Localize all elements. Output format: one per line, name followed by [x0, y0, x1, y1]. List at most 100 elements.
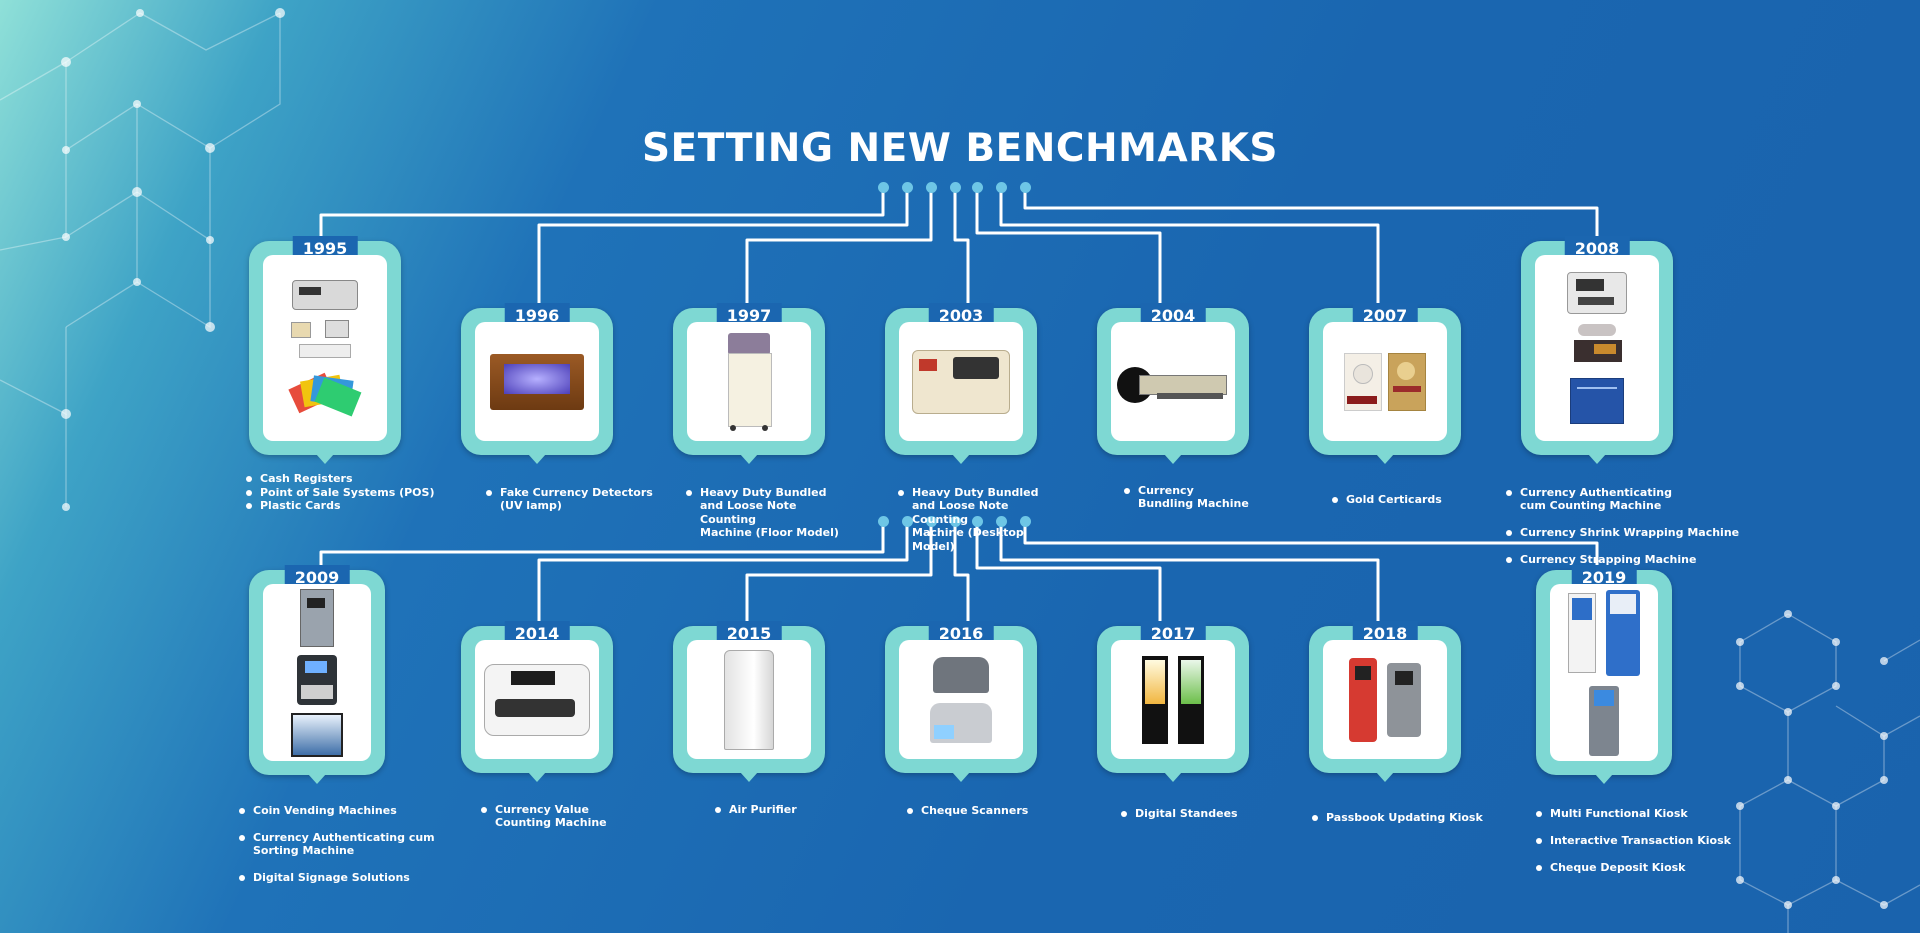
node-dot [877, 515, 889, 527]
milestone-items-2007: Gold Certicards [1331, 479, 1461, 520]
node-dot [901, 515, 913, 527]
digital-signage-icon [291, 712, 343, 757]
card-pointer [308, 774, 326, 784]
cheque-scanner-icon [933, 656, 989, 693]
milestone-items-1996: Fake Currency Detectors (UV lamp) [485, 472, 655, 526]
list-item: Passbook Updating Kiosk [1311, 811, 1501, 825]
card-pointer [528, 454, 546, 464]
node-dot [949, 181, 961, 193]
node-dot [971, 181, 983, 193]
list-item: Fake Currency Detectors (UV lamp) [485, 486, 655, 513]
milestone-card-2014[interactable]: 2014 [461, 621, 613, 782]
node-dot [995, 515, 1007, 527]
air-purifier-icon [724, 649, 774, 750]
card-pointer [1588, 454, 1606, 464]
card-pointer [1164, 454, 1182, 464]
cheque-scanner-icon [930, 702, 992, 743]
milestone-card-2009[interactable]: 2009 [249, 565, 385, 784]
cash-register-icon [292, 280, 358, 310]
cheque-kiosk-icon [1589, 685, 1619, 756]
card-pointer [740, 454, 758, 464]
strapping-machine-icon [1570, 378, 1624, 424]
list-item: Currency Shrink Wrapping Machine [1505, 526, 1745, 540]
milestone-card-2008[interactable]: 2008 [1521, 236, 1673, 464]
milestone-card-2017[interactable]: 2017 [1097, 621, 1249, 782]
list-item: Currency Authenticating cum Sorting Mach… [238, 831, 448, 858]
list-item: Currency Authenticating cum Counting Mac… [1505, 486, 1745, 513]
milestone-items-1995: Cash Registers Point of Sale Systems (PO… [245, 472, 445, 513]
desktop-counting-machine-icon [912, 349, 1010, 414]
milestone-items-2009: Coin Vending Machines Currency Authentic… [238, 790, 448, 898]
transaction-kiosk-icon [1606, 589, 1640, 676]
floor-counting-machine-icon [724, 332, 774, 431]
list-item: Currency Value Counting Machine [480, 803, 620, 830]
milestone-card-2003[interactable]: 2003 [885, 303, 1037, 464]
node-dot [995, 181, 1007, 193]
milestone-items-2014: Currency Value Counting Machine [480, 789, 620, 843]
plastic-cards-icon [288, 370, 362, 417]
node-dot [971, 515, 983, 527]
card-pointer [1164, 772, 1182, 782]
node-dot [901, 181, 913, 193]
multi-kiosk-icon [1568, 592, 1596, 673]
counting-machine-icon [1567, 272, 1627, 314]
list-item: Cheque Scanners [906, 804, 1046, 818]
milestone-items-2015: Air Purifier [714, 789, 834, 830]
pos-system-icon [285, 316, 365, 364]
list-item: Cheque Deposit Kiosk [1535, 861, 1755, 875]
list-item: Coin Vending Machines [238, 804, 448, 818]
milestone-card-1996[interactable]: 1996 [461, 303, 613, 464]
node-dot [925, 181, 937, 193]
node-dot [877, 181, 889, 193]
milestone-items-2017: Digital Standees [1120, 793, 1260, 834]
milestone-items-2004: Currency Bundling Machine [1123, 470, 1253, 524]
list-item: Interactive Transaction Kiosk [1535, 834, 1755, 848]
uv-detector-icon [490, 353, 584, 410]
list-item: Heavy Duty Bundled and Loose Note Counti… [897, 486, 1067, 554]
milestone-card-1995[interactable]: 1995 [249, 236, 401, 464]
milestone-year: 2015 [716, 621, 782, 645]
passbook-kiosk-icon [1349, 657, 1377, 742]
coin-vending-icon [300, 588, 334, 647]
milestone-items-2008: Currency Authenticating cum Counting Mac… [1505, 472, 1745, 580]
list-item: Air Purifier [714, 803, 834, 817]
card-pointer [952, 772, 970, 782]
page-title: SETTING NEW BENCHMARKS [641, 126, 1279, 171]
node-dot [1019, 181, 1031, 193]
milestone-card-1997[interactable]: 1997 [673, 303, 825, 464]
list-item: Currency Strapping Machine [1505, 553, 1745, 567]
bundling-machine-icon [1117, 357, 1229, 407]
card-pointer [316, 454, 334, 464]
value-counting-machine-icon [484, 663, 590, 736]
milestone-card-2004[interactable]: 2004 [1097, 303, 1249, 464]
milestone-card-2016[interactable]: 2016 [885, 621, 1037, 782]
card-pointer [740, 772, 758, 782]
list-item: Gold Certicards [1331, 493, 1461, 507]
milestone-card-2007[interactable]: 2007 [1309, 303, 1461, 464]
node-dot [949, 515, 961, 527]
gold-certicard-icon [1388, 352, 1426, 411]
card-pointer [1376, 772, 1394, 782]
list-item: Currency Bundling Machine [1123, 484, 1253, 511]
node-dot [1019, 515, 1031, 527]
list-item: Heavy Duty Bundled and Loose Note Counti… [685, 486, 855, 540]
milestone-card-2018[interactable]: 2018 [1309, 621, 1461, 782]
milestone-card-2015[interactable]: 2015 [673, 621, 825, 782]
list-item: Plastic Cards [245, 499, 445, 513]
milestone-items-2019: Multi Functional Kiosk Interactive Trans… [1535, 793, 1755, 888]
list-item: Cash Registers [245, 472, 445, 486]
milestone-items-2003: Heavy Duty Bundled and Loose Note Counti… [897, 472, 1067, 567]
card-pointer [952, 454, 970, 464]
card-pointer [1376, 454, 1394, 464]
list-item: Digital Standees [1120, 807, 1260, 821]
digital-standee-icon [1142, 655, 1168, 744]
node-dot [925, 515, 937, 527]
milestone-items-2018: Passbook Updating Kiosk [1311, 797, 1501, 838]
milestone-items-2016: Cheque Scanners [906, 790, 1046, 831]
milestone-card-2019[interactable]: 2019 [1536, 565, 1672, 784]
list-item: Point of Sale Systems (POS) [245, 486, 445, 500]
list-item: Multi Functional Kiosk [1535, 807, 1755, 821]
passbook-kiosk-icon [1387, 662, 1421, 737]
